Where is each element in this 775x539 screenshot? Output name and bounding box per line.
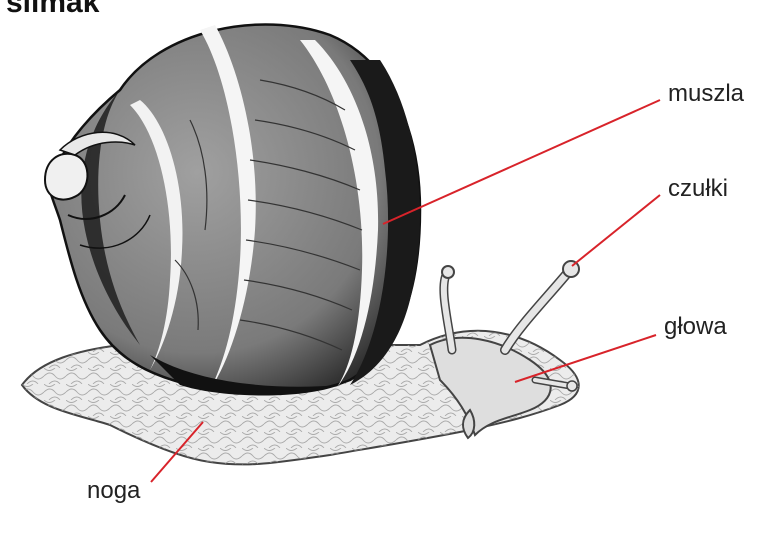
leader-line-shell: [383, 100, 660, 224]
diagram-title: ślimak: [6, 0, 99, 20]
label-shell: muszla: [668, 80, 744, 108]
snail-shell: [45, 24, 420, 395]
label-head: głowa: [664, 313, 727, 341]
label-tentacles: czułki: [668, 175, 728, 203]
label-foot: noga: [87, 477, 140, 505]
leader-line-tentacles: [572, 195, 660, 266]
